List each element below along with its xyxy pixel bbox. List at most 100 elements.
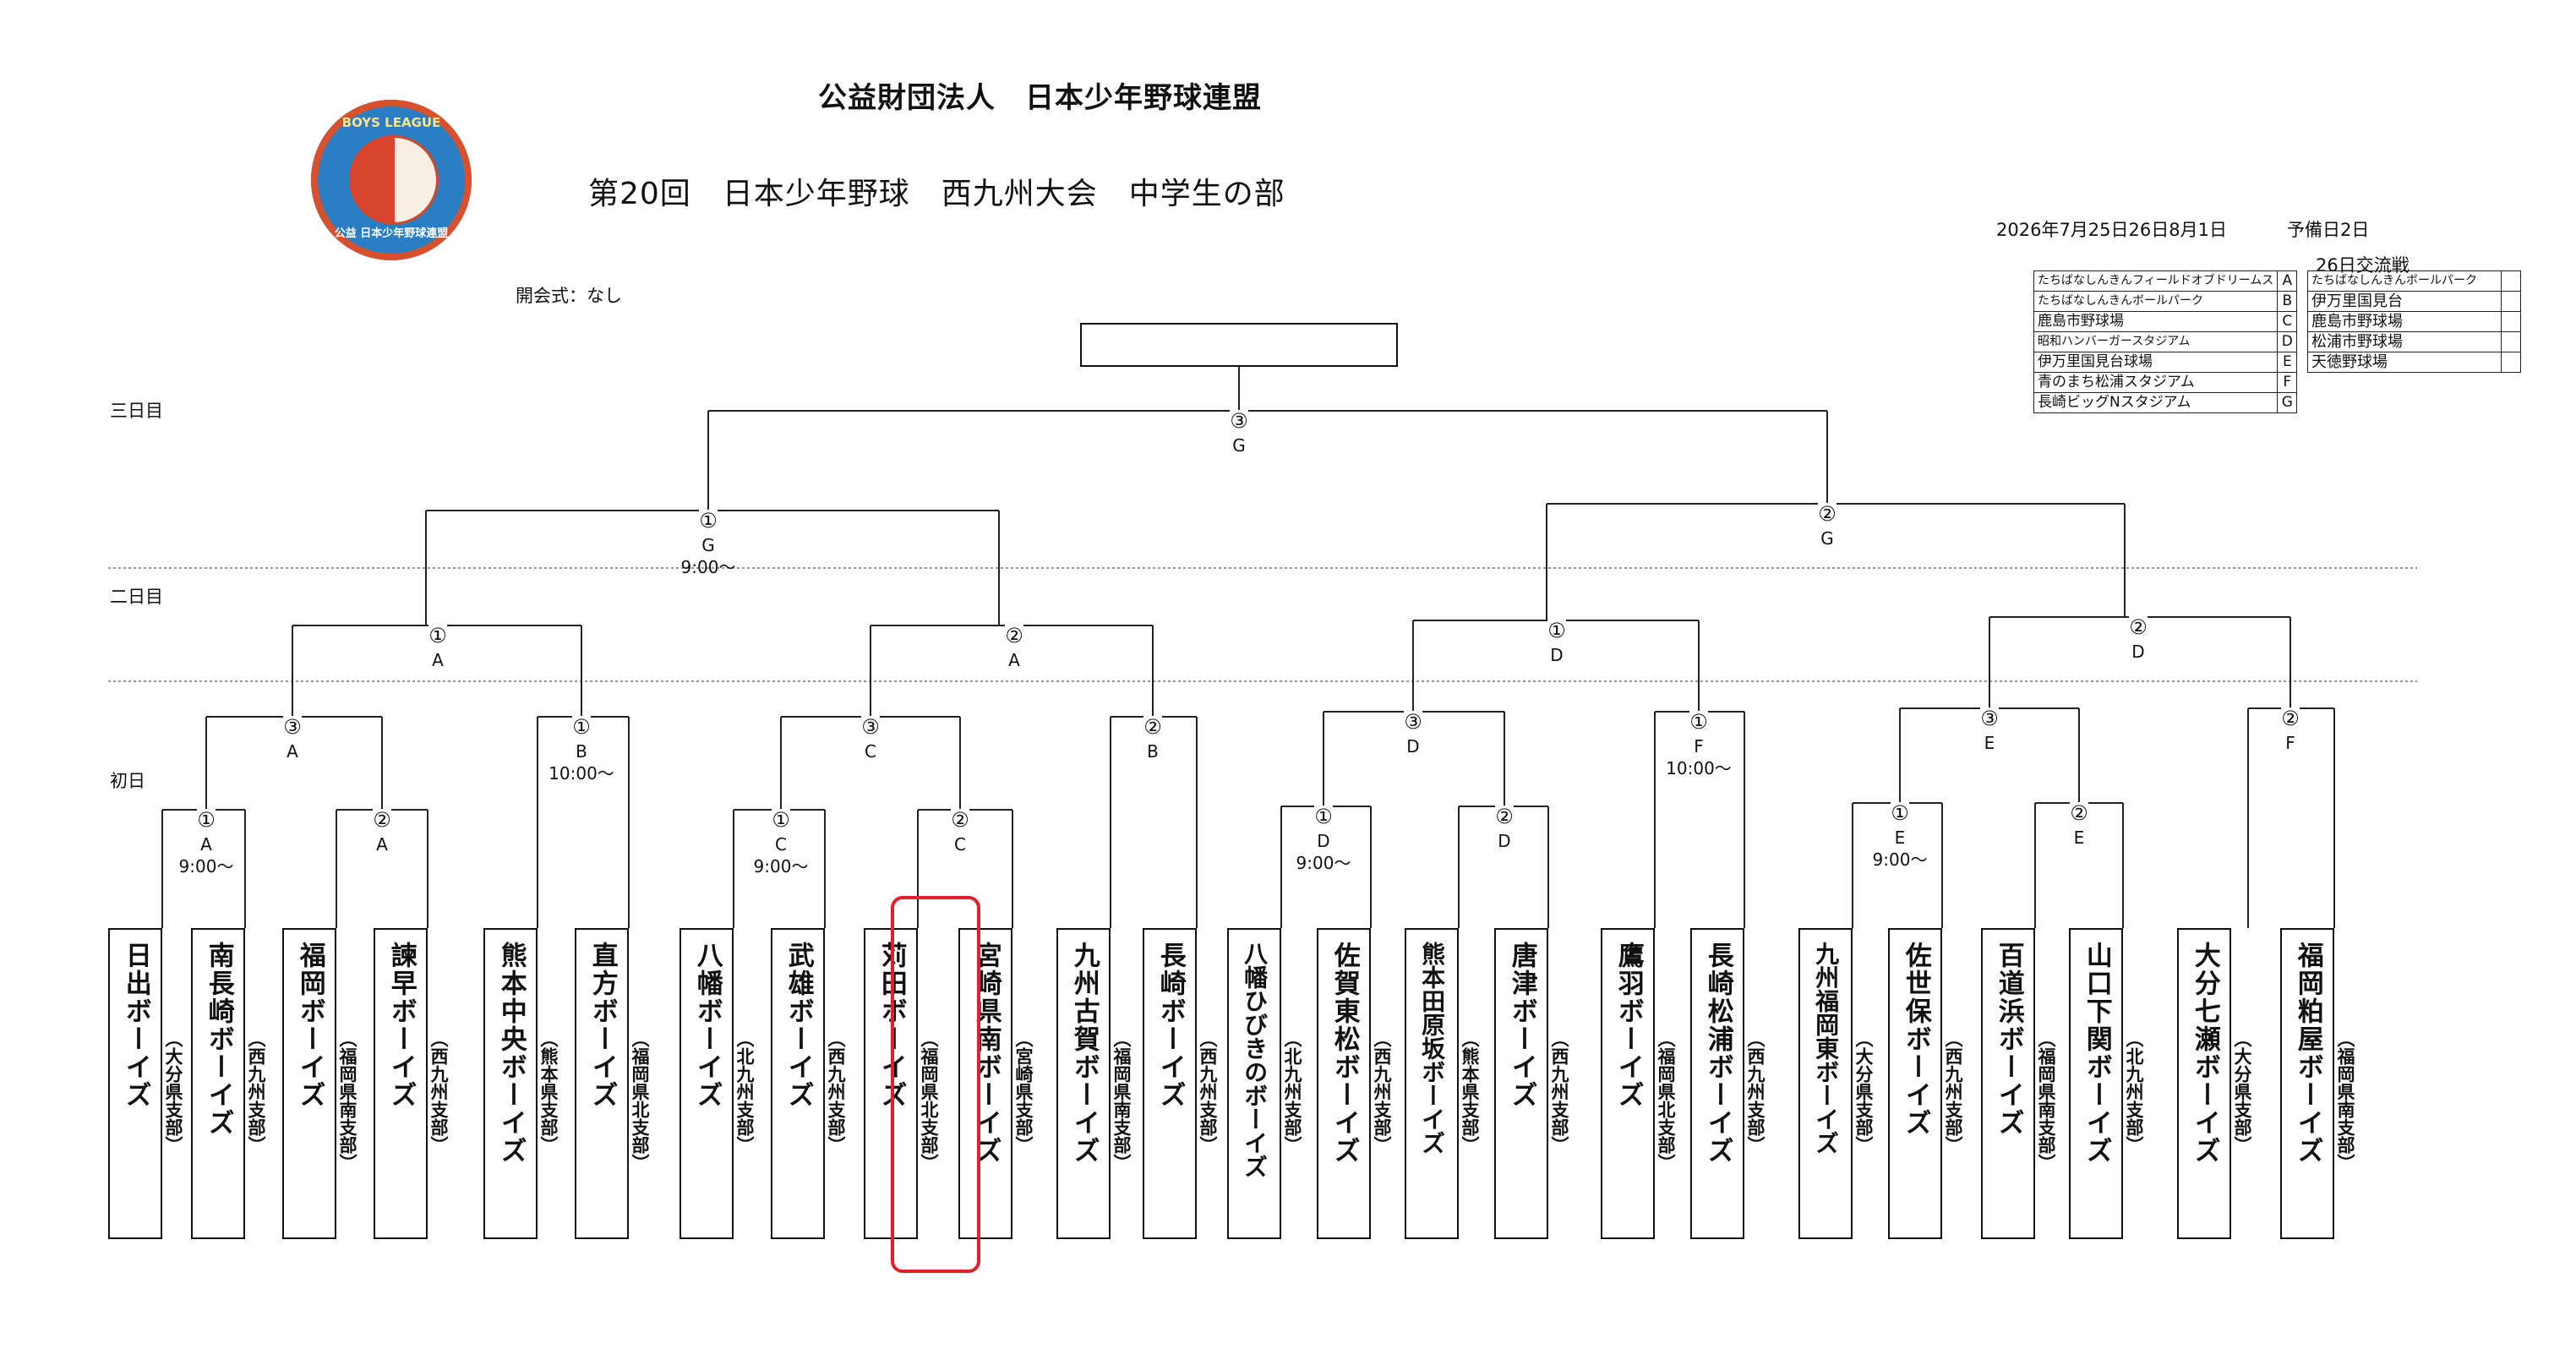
team-box: 佐世保ボーイズ <box>1888 928 1942 1239</box>
exchange-venue-row: 鹿島市野球場 <box>2307 311 2521 332</box>
team-branch: （北九州支部） <box>1282 1030 1302 1154</box>
match-venue: F <box>2285 733 2295 753</box>
match-venue: B <box>1147 741 1159 762</box>
match-number: ③ <box>1230 409 1248 433</box>
opening-ceremony: 開会式：なし <box>516 286 622 306</box>
match-time: 9:00～ <box>680 557 736 577</box>
match-number: ② <box>2281 707 2300 730</box>
match-venue: C <box>775 834 787 855</box>
team-box: 長崎ボーイズ <box>1143 928 1197 1239</box>
team-branch: （大分県支部） <box>163 1030 183 1154</box>
match-number: ③ <box>283 715 302 739</box>
match-time: 9:00～ <box>1872 849 1928 870</box>
team-branch: （西九州支部） <box>246 1030 266 1154</box>
match-venue: G <box>701 535 715 555</box>
match-venue: A <box>200 834 212 855</box>
venue-name: 昭和ハンバーガースタジアム <box>2033 331 2279 352</box>
match-number: ② <box>373 808 391 832</box>
venue-name: たちばなしんきんフィールドオブドリームス <box>2033 270 2279 292</box>
venue-name: 青のまち松浦スタジアム <box>2033 372 2279 393</box>
team-branch: （北九州支部） <box>2124 1030 2144 1154</box>
venue-name: たちばなしんきんボールパーク <box>2033 291 2279 312</box>
match-venue: C <box>954 834 966 855</box>
team-name: 長崎ボーイズ <box>1154 942 1186 1109</box>
match-number: ① <box>1547 619 1566 642</box>
team-box: 長崎松浦ボーイズ <box>1690 928 1744 1239</box>
team-name: 八幡ボーイズ <box>691 942 723 1109</box>
venue-code: C <box>2277 311 2298 332</box>
team-name: 大分七瀬ボーイズ <box>2189 942 2220 1165</box>
team-name: 熊本田原坂ボーイズ <box>1418 942 1447 1155</box>
match-number: ③ <box>1404 710 1422 734</box>
team-branch: （西九州支部） <box>1943 1030 1963 1154</box>
team-branch: （福岡県南支部） <box>2036 1030 2056 1172</box>
team-branch: （西九州支部） <box>1745 1030 1766 1154</box>
match-venue: E <box>1894 827 1906 848</box>
team-name: 九州福岡東ボーイズ <box>1812 942 1841 1155</box>
team-box: 熊本田原坂ボーイズ <box>1405 928 1459 1239</box>
team-name: 佐世保ボーイズ <box>1900 942 1931 1137</box>
team-box: 諫早ボーイズ <box>374 928 428 1239</box>
team-box: 福岡ボーイズ <box>282 928 336 1239</box>
team-name: 宮崎県南ボーイズ <box>970 942 1001 1165</box>
team-name: 諫早ボーイズ <box>385 942 417 1109</box>
reserve-day: 予備日2日 <box>2287 220 2370 240</box>
match-number: ① <box>699 509 718 533</box>
team-box: 八幡ボーイズ <box>679 928 734 1239</box>
venue-name: 伊万里国見台球場 <box>2033 352 2279 373</box>
highlighted-team-frame <box>891 896 980 1273</box>
match-number: ② <box>2070 801 2088 825</box>
team-name: 山口下関ボーイズ <box>2081 942 2112 1165</box>
tournament-dates: 2026年7月25日26日8月1日 <box>1996 220 2227 240</box>
match-venue: D <box>1498 831 1511 851</box>
team-branch: （熊本県支部） <box>538 1030 559 1154</box>
team-box: 直方ボーイズ <box>575 928 629 1239</box>
match-venue: A <box>287 741 298 762</box>
logo-bottom-text: 公益 日本少年野球連盟 <box>334 227 449 240</box>
match-venue: F <box>1694 736 1704 756</box>
match-number: ① <box>1314 805 1333 828</box>
team-branch: （福岡県北支部） <box>919 1030 939 1172</box>
match-venue: G <box>1232 435 1246 456</box>
match-number: ① <box>197 808 216 832</box>
team-name: 唐津ボーイズ <box>1506 942 1537 1109</box>
team-name: 八幡ひびきのボーイズ <box>1241 942 1269 1178</box>
match-number: ① <box>1689 710 1708 734</box>
team-branch: （福岡県南支部） <box>2335 1030 2355 1172</box>
team-branch: （福岡県南支部） <box>337 1030 357 1172</box>
team-box: 百道浜ボーイズ <box>1981 928 2035 1239</box>
exchange-venue-table: たちばなしんきんボールパーク伊万里国見台鹿島市野球場松浦市野球場天徳野球場 <box>2307 270 2521 373</box>
exchange-venue-row: たちばなしんきんボールパーク <box>2307 270 2521 292</box>
team-box: 宮崎県南ボーイズ <box>958 928 1012 1239</box>
match-time: 10:00～ <box>1666 758 1732 778</box>
team-name: 鷹羽ボーイズ <box>1613 942 1644 1109</box>
team-branch: （熊本県支部） <box>1460 1030 1480 1154</box>
team-branch: （福岡県南支部） <box>1111 1030 1132 1172</box>
team-box: 鷹羽ボーイズ <box>1601 928 1655 1239</box>
team-box: 佐賀東松ボーイズ <box>1317 928 1371 1239</box>
match-number: ③ <box>1980 707 1999 730</box>
match-venue: E <box>2073 827 2085 848</box>
match-number: ② <box>951 808 969 832</box>
team-name: 百道浜ボーイズ <box>1993 942 2024 1137</box>
team-box: 唐津ボーイズ <box>1494 928 1548 1239</box>
team-box: 武雄ボーイズ <box>771 928 825 1239</box>
match-venue: A <box>376 834 388 855</box>
venue-code: A <box>2277 270 2298 292</box>
match-number: ② <box>1495 805 1514 828</box>
